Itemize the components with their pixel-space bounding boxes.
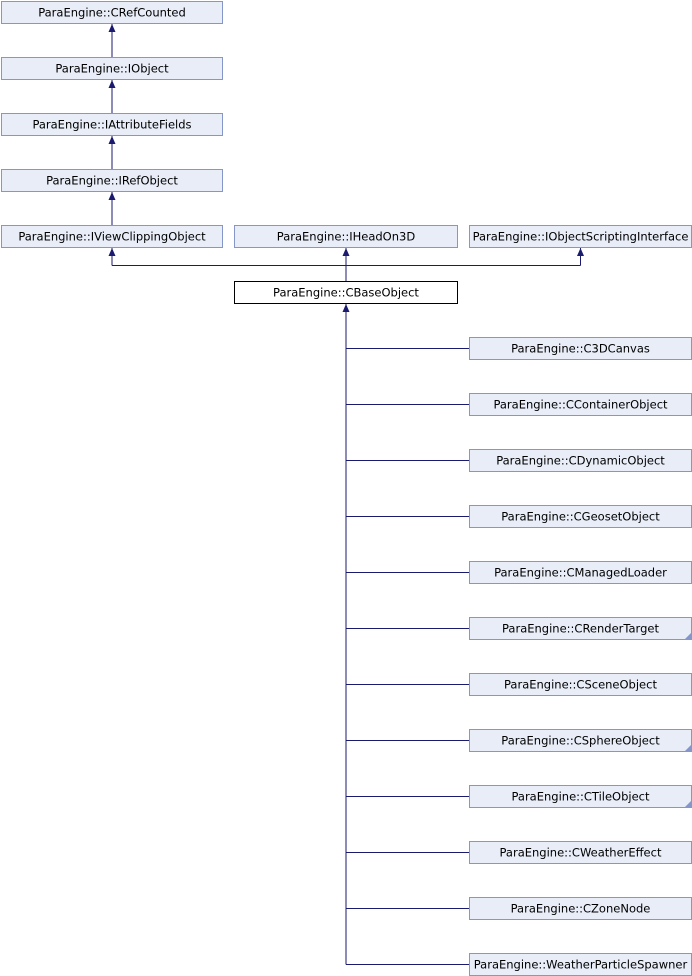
class-label: ParaEngine::CZoneNode: [511, 902, 651, 916]
class-node-cdynamicobject[interactable]: ParaEngine::CDynamicObject: [469, 449, 692, 472]
fold-marker-icon: [684, 632, 692, 640]
class-label: ParaEngine::C3DCanvas: [511, 342, 650, 356]
class-box: [1, 57, 223, 80]
class-label: ParaEngine::CRefCounted: [38, 6, 186, 20]
class-box: [234, 225, 458, 248]
class-node-cweathereffect[interactable]: ParaEngine::CWeatherEffect: [469, 841, 692, 864]
class-box: [234, 281, 458, 304]
class-node-cmanagedloader[interactable]: ParaEngine::CManagedLoader: [469, 561, 692, 584]
class-node-crendertarget[interactable]: ParaEngine::CRenderTarget: [469, 617, 692, 640]
class-node-cgeosetobject[interactable]: ParaEngine::CGeosetObject: [469, 505, 692, 528]
arrow-head-icon: [108, 24, 116, 32]
class-label: ParaEngine::CDynamicObject: [496, 454, 665, 468]
class-label: ParaEngine::CGeosetObject: [501, 510, 660, 524]
class-node-iheadon3d[interactable]: ParaEngine::IHeadOn3D: [234, 225, 458, 248]
arrow-head-icon: [108, 136, 116, 144]
arrow-head-icon: [108, 80, 116, 88]
class-label: ParaEngine::CContainerObject: [493, 398, 668, 412]
class-label: ParaEngine::IObjectScriptingInterface: [473, 230, 689, 244]
class-label: ParaEngine::IRefObject: [46, 174, 178, 188]
class-node-iobject[interactable]: ParaEngine::IObject: [1, 57, 223, 80]
class-label: ParaEngine::WeatherParticleSpawner: [474, 958, 688, 972]
class-node-csphereobject[interactable]: ParaEngine::CSphereObject: [469, 729, 692, 752]
class-node-cbaseobject: ParaEngine::CBaseObject: [234, 281, 458, 304]
class-node-ctileobject[interactable]: ParaEngine::CTileObject: [469, 785, 692, 808]
class-label: ParaEngine::CBaseObject: [273, 286, 419, 300]
class-box: [1, 1, 223, 24]
class-node-crefcounted[interactable]: ParaEngine::CRefCounted: [1, 1, 223, 24]
arrow-head-icon: [108, 192, 116, 200]
class-label: ParaEngine::IHeadOn3D: [277, 230, 416, 244]
class-node-iattributefields[interactable]: ParaEngine::IAttributeFields: [1, 113, 223, 136]
class-node-iobjectscriptinginterface[interactable]: ParaEngine::IObjectScriptingInterface: [469, 225, 692, 248]
class-node-irefobject[interactable]: ParaEngine::IRefObject: [1, 169, 223, 192]
class-label: ParaEngine::CSceneObject: [504, 678, 657, 692]
class-label: ParaEngine::IAttributeFields: [32, 118, 191, 132]
class-label: ParaEngine::IViewClippingObject: [18, 230, 206, 244]
arrow-head-icon: [342, 304, 350, 312]
class-label: ParaEngine::CTileObject: [511, 790, 650, 804]
class-node-csceneobject[interactable]: ParaEngine::CSceneObject: [469, 673, 692, 696]
fold-marker-icon: [684, 744, 692, 752]
fold-marker-icon: [684, 800, 692, 808]
class-node-ccontainerobject[interactable]: ParaEngine::CContainerObject: [469, 393, 692, 416]
class-node-iviewclippingobject[interactable]: ParaEngine::IViewClippingObject: [1, 225, 223, 248]
class-box: [1, 225, 223, 248]
inheritance-edges: [108, 24, 584, 965]
class-label: ParaEngine::CWeatherEffect: [500, 846, 662, 860]
arrow-head-icon: [342, 248, 350, 256]
class-box: [1, 169, 223, 192]
class-node-c3dcanvas[interactable]: ParaEngine::C3DCanvas: [469, 337, 692, 360]
arrow-head-icon: [577, 248, 584, 256]
class-node-czonenode[interactable]: ParaEngine::CZoneNode: [469, 897, 692, 920]
class-label: ParaEngine::CManagedLoader: [494, 566, 667, 580]
class-box: [1, 113, 223, 136]
class-label: ParaEngine::CRenderTarget: [502, 622, 659, 636]
class-node-weatherparticlespawner[interactable]: ParaEngine::WeatherParticleSpawner: [469, 953, 692, 976]
arrow-head-icon: [108, 248, 116, 256]
class-label: ParaEngine::CSphereObject: [501, 734, 660, 748]
class-label: ParaEngine::IObject: [55, 62, 169, 76]
